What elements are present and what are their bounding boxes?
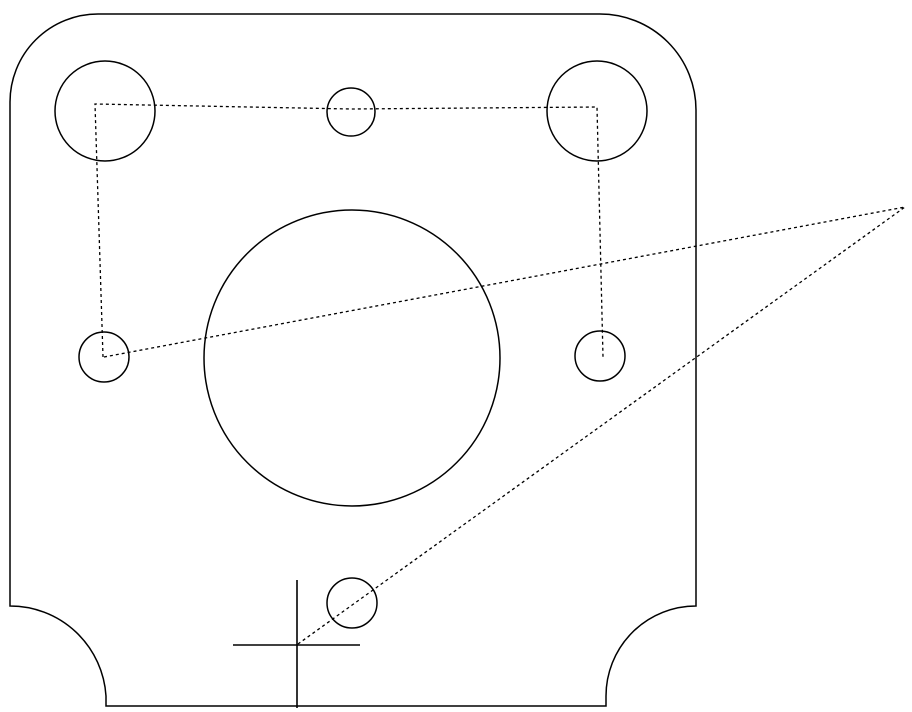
bottom-center-small-hole bbox=[326, 577, 378, 629]
toolpath-diagonal bbox=[103, 206, 906, 645]
top-right-large-hole bbox=[546, 60, 648, 162]
part-outline bbox=[9, 13, 697, 707]
toolpath-rectangle bbox=[94, 103, 604, 358]
middle-right-small-hole bbox=[574, 330, 626, 382]
crosshair-cursor bbox=[233, 580, 360, 708]
middle-left-small-hole bbox=[78, 331, 130, 383]
top-center-small-hole bbox=[326, 87, 376, 137]
center-bore bbox=[203, 209, 501, 507]
top-left-large-hole bbox=[54, 60, 156, 162]
